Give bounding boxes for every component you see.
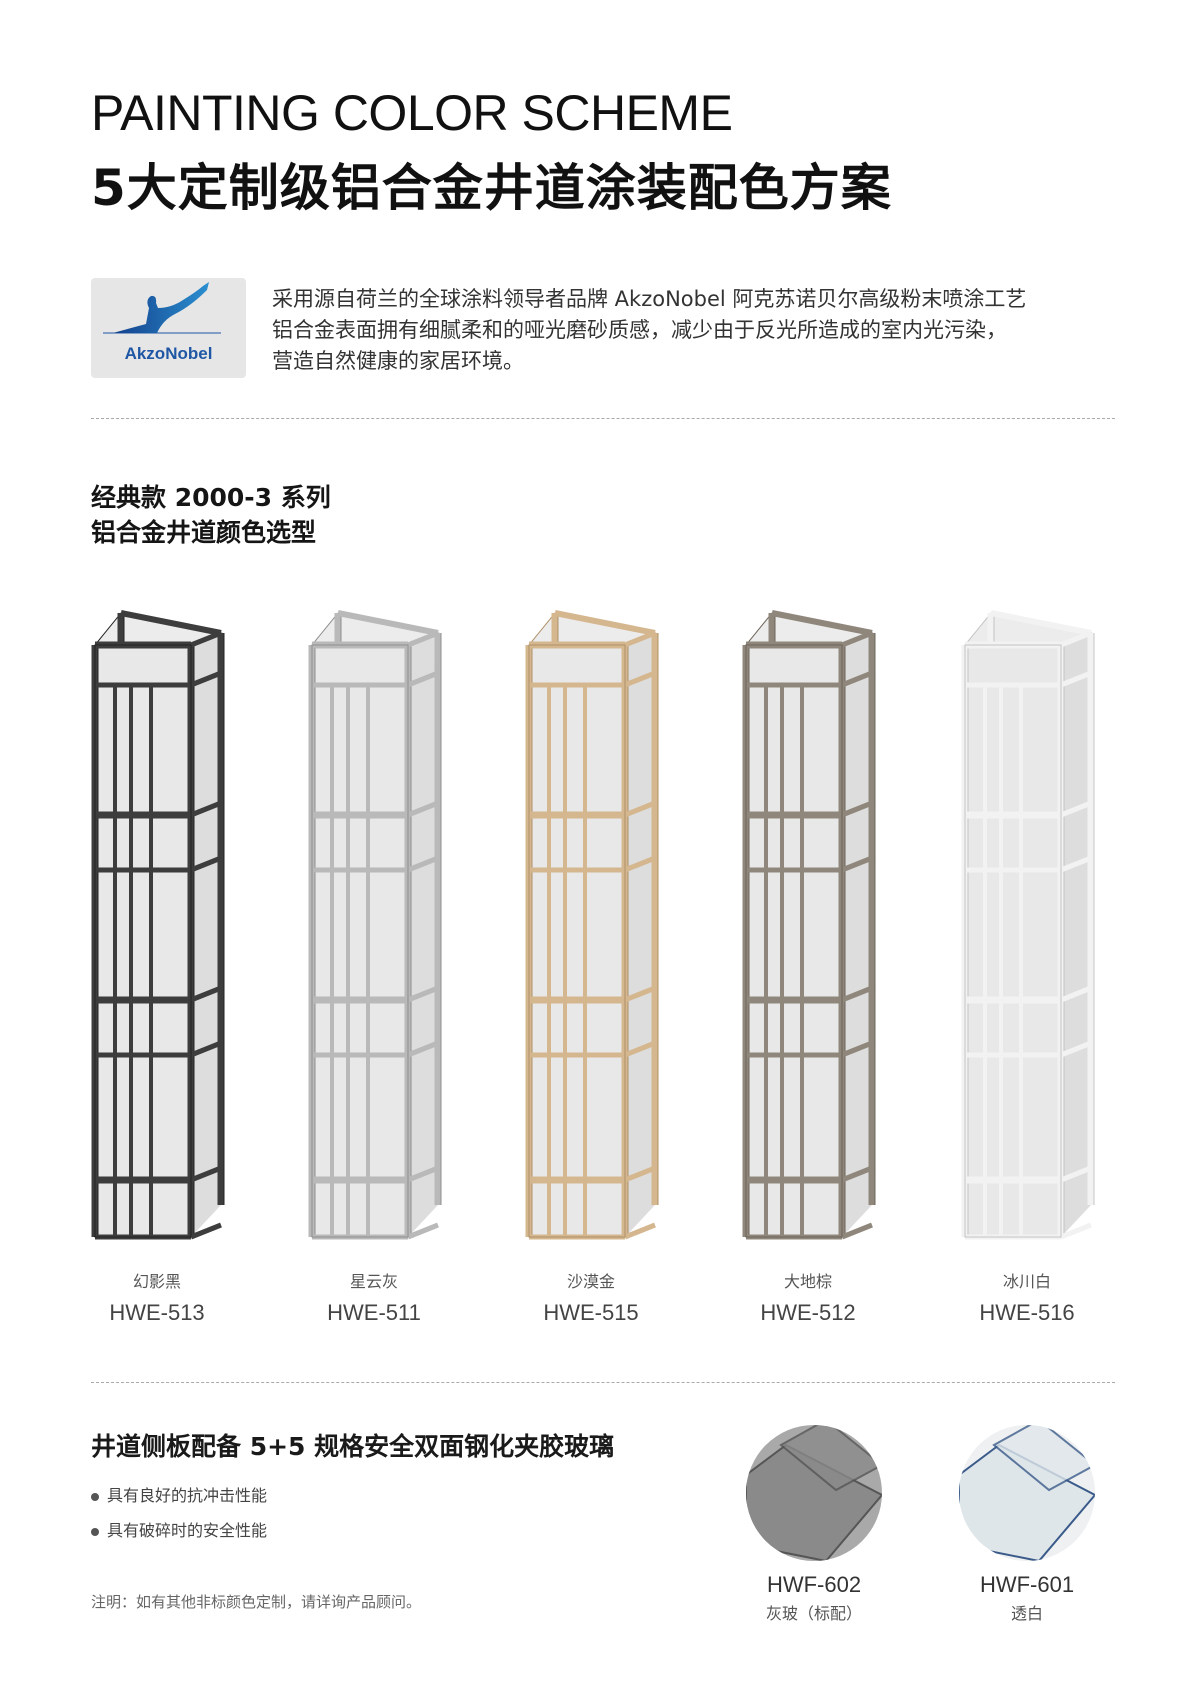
color-code: HWE-513 — [109, 1300, 205, 1325]
glass-pane — [779, 1425, 882, 1492]
divider — [91, 418, 1115, 419]
bullet-item: 具有良好的抗冲击性能 — [91, 1482, 267, 1506]
series-subtitle: 铝合金井道颜色选型 — [91, 518, 317, 547]
intro-line: 采用源自荷兰的全球涂料领导者品牌 AkzoNobel 阿克苏诺贝尔高级粉末喷涂工… — [272, 287, 1027, 311]
color-name: 幻影黑 — [132, 1272, 181, 1291]
color-label: 冰川白 HWE-516 — [947, 1268, 1107, 1326]
color-label: 星云灰 HWE-511 — [294, 1268, 454, 1326]
color-code: HWE-516 — [979, 1300, 1075, 1325]
color-code: HWE-512 — [760, 1300, 856, 1325]
shaft-hwe-516 — [961, 605, 1101, 1245]
glass-pane — [746, 1443, 882, 1561]
bullet-icon — [91, 1492, 99, 1501]
color-name: 冰川白 — [1002, 1272, 1051, 1291]
bullet-item: 具有破碎时的安全性能 — [91, 1517, 267, 1541]
intro-line: 铝合金表面拥有细腻柔和的哑光磨砂质感，减少由于反光所造成的室内光污染， — [272, 318, 1007, 342]
glass-name: 透白 — [1010, 1604, 1043, 1623]
shaft-hwe-515 — [525, 605, 665, 1245]
glass-name: 灰玻（标配） — [765, 1604, 862, 1623]
intro-line: 营造自然健康的家居环境。 — [272, 349, 524, 373]
bullet-icon — [91, 1527, 99, 1536]
bullet-text: 具有破碎时的安全性能 — [107, 1521, 268, 1540]
bullet-text: 具有良好的抗冲击性能 — [107, 1486, 268, 1505]
glass-sample-gray — [746, 1425, 882, 1561]
title-english: PAINTING COLOR SCHEME — [91, 85, 733, 141]
shaft-hwe-513 — [91, 605, 231, 1245]
shaft-hwe-512 — [742, 605, 882, 1245]
title-chinese: 5大定制级铝合金井道涂装配色方案 — [91, 159, 892, 217]
intro-paragraph: 采用源自荷兰的全球涂料领导者品牌 AkzoNobel 阿克苏诺贝尔高级粉末喷涂工… — [272, 284, 1152, 377]
color-label: 大地棕 HWE-512 — [728, 1268, 888, 1326]
logo-text: AkzoNobel — [124, 344, 213, 363]
glass-label: HWF-601 透白 — [947, 1572, 1107, 1624]
color-name: 沙漠金 — [566, 1272, 615, 1291]
glass-heading: 井道侧板配备 5+5 规格安全双面钢化夹胶玻璃 — [91, 1432, 615, 1461]
akzonobel-figure-icon — [103, 282, 221, 334]
glass-label: HWF-602 灰玻（标配） — [734, 1572, 894, 1624]
glass-pane — [959, 1443, 1095, 1561]
glass-code: HWF-602 — [766, 1572, 862, 1597]
glass-pane — [992, 1425, 1095, 1492]
divider — [91, 1382, 1115, 1383]
color-label: 幻影黑 HWE-513 — [77, 1268, 237, 1326]
series-title: 经典款 2000-3 系列 — [91, 483, 331, 512]
akzonobel-logo: AkzoNobel — [91, 278, 246, 378]
shaft-hwe-511 — [308, 605, 448, 1245]
color-label: 沙漠金 HWE-515 — [511, 1268, 671, 1326]
color-name: 星云灰 — [349, 1272, 398, 1291]
glass-code: HWF-601 — [979, 1572, 1075, 1597]
color-code: HWE-511 — [327, 1300, 421, 1325]
color-name: 大地棕 — [783, 1272, 832, 1291]
color-code: HWE-515 — [543, 1300, 639, 1325]
footnote: 注明：如有其他非标颜色定制，请详询产品顾问。 — [91, 1593, 422, 1611]
glass-sample-clear — [959, 1425, 1095, 1561]
